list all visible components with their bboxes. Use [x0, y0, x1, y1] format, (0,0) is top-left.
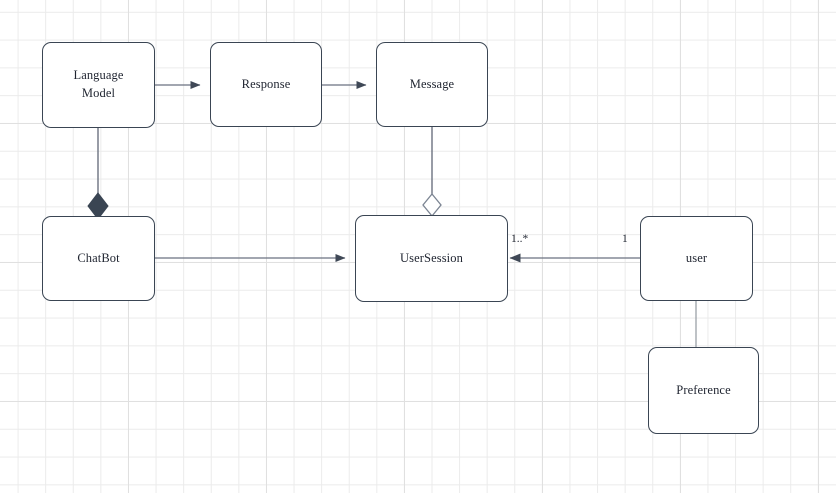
- node-language-model[interactable]: Language Model: [42, 42, 155, 128]
- edge-message-user-session: [422, 127, 442, 218]
- node-user[interactable]: user: [640, 216, 753, 301]
- node-label-chatbot: ChatBot: [77, 250, 120, 265]
- node-label-user: user: [685, 250, 708, 265]
- node-label-message: Message: [409, 76, 455, 91]
- node-preference[interactable]: Preference: [648, 347, 759, 434]
- node-response[interactable]: Response: [210, 42, 322, 127]
- node-user-session[interactable]: UserSession: [355, 215, 508, 302]
- edge-language-model-chatbot: [87, 128, 109, 220]
- multiplicity-user-side: 1: [622, 233, 628, 245]
- node-label-preference: Preference: [676, 382, 731, 397]
- node-label-response: Response: [241, 76, 291, 91]
- node-chatbot[interactable]: ChatBot: [42, 216, 155, 301]
- node-label-language-model: Language Model: [73, 68, 124, 100]
- node-label-user-session: UserSession: [400, 250, 463, 265]
- hollow-diamond-icon: [422, 192, 442, 218]
- multiplicity-user-session-side: 1..*: [511, 233, 529, 245]
- node-message[interactable]: Message: [376, 42, 488, 127]
